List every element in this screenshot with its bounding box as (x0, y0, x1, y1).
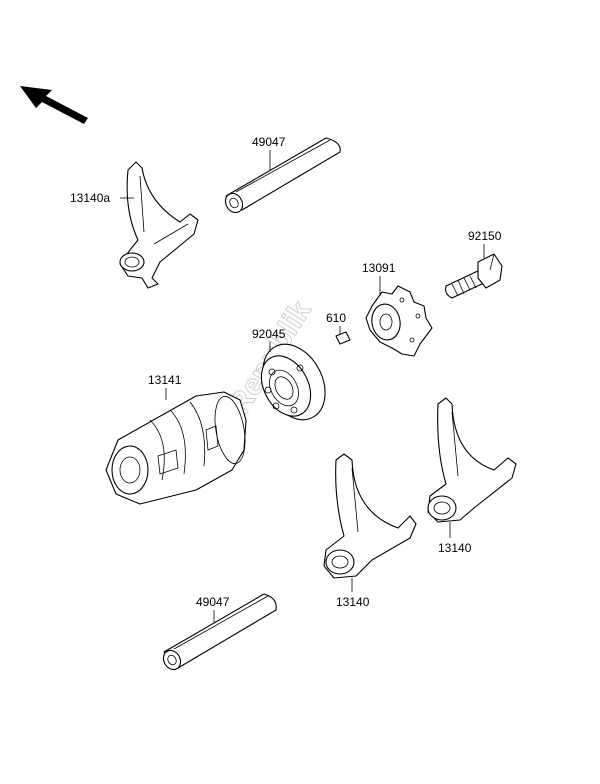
callout-13140a: 13140a (70, 191, 134, 205)
label-13140a: 13140a (70, 191, 110, 205)
callout-13091: 13091 (362, 261, 396, 296)
pin-610 (335, 331, 351, 345)
label-92045: 92045 (252, 327, 286, 341)
callout-13140-right: 13140 (438, 522, 472, 555)
label-13140-right: 13140 (438, 541, 472, 555)
direction-arrow-icon (20, 86, 88, 124)
shaft-49047-top (224, 137, 341, 214)
shift-fork-13140-right (427, 397, 517, 523)
label-49047-bottom: 49047 (196, 595, 230, 609)
callout-13140-mid: 13140 (336, 578, 370, 609)
bolt-92150 (445, 253, 503, 299)
bearing-92045 (260, 343, 326, 421)
callout-92150: 92150 (468, 229, 502, 258)
callout-49047-top: 49047 (252, 135, 286, 170)
shift-fork-13140-mid (323, 453, 417, 579)
label-92150: 92150 (468, 229, 502, 243)
label-610: 610 (326, 311, 346, 325)
label-49047-top: 49047 (252, 135, 286, 149)
callout-13141: 13141 (148, 373, 182, 400)
label-13141: 13141 (148, 373, 182, 387)
label-13091: 13091 (362, 261, 396, 275)
shaft-49047-bottom (162, 593, 277, 671)
shift-fork-13140a (119, 161, 199, 289)
plate-13091 (365, 285, 433, 357)
callout-49047-bottom: 49047 (196, 595, 230, 622)
shift-drum-13141 (105, 391, 247, 505)
callout-610: 610 (326, 311, 346, 334)
callout-92045: 92045 (252, 327, 286, 352)
label-13140-mid: 13140 (336, 595, 370, 609)
